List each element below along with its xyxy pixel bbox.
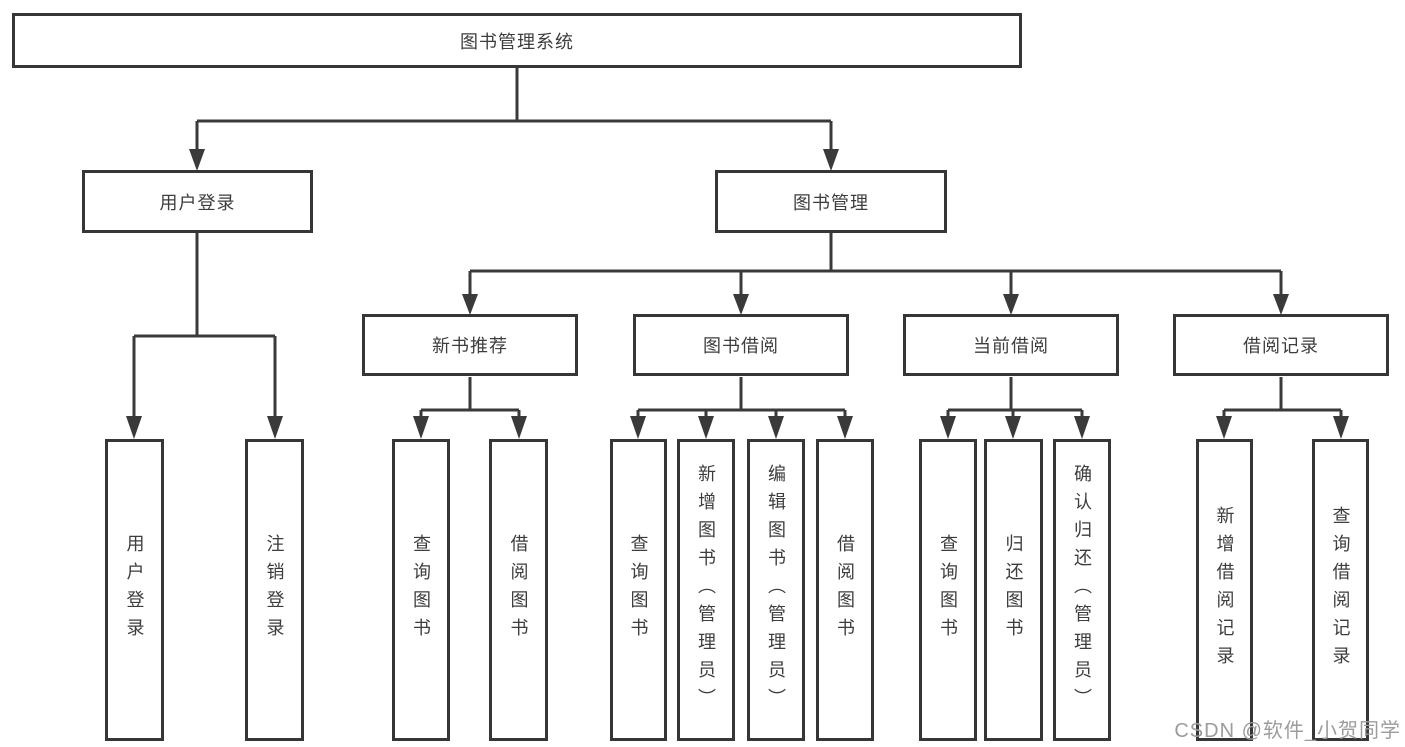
- leaf-borrow-books-recommend: 借阅图书: [489, 439, 548, 741]
- node-label: 用户登录: [124, 534, 145, 646]
- node-label: 编辑图书（管理员）: [766, 464, 786, 716]
- connector-borrow-records: [1216, 377, 1349, 439]
- node-label: 归还图书: [1003, 534, 1024, 646]
- node-label: 注销登录: [264, 534, 285, 646]
- leaf-query-books-recommend: 查询图书: [392, 439, 450, 741]
- node-label: 图书借阅: [703, 336, 779, 356]
- node-label: 图书管理: [793, 192, 869, 213]
- leaf-edit-books-admin: 编辑图书（管理员）: [747, 439, 805, 741]
- node-book-borrowing: 图书借阅: [633, 314, 849, 376]
- leaf-logout: 注销登录: [245, 439, 304, 741]
- node-book-management: 图书管理: [715, 170, 947, 233]
- node-label: 新增借阅记录: [1214, 506, 1235, 674]
- connector-book-management: [462, 233, 1289, 315]
- leaf-query-books-current: 查询图书: [919, 439, 977, 741]
- connector-book-borrowing: [630, 377, 853, 439]
- node-label: 查询借阅记录: [1330, 506, 1351, 674]
- node-borrow-records: 借阅记录: [1173, 314, 1389, 376]
- connector-user-login: [126, 233, 283, 439]
- node-label: 新增图书（管理员）: [696, 464, 716, 716]
- node-label: 借阅图书: [508, 534, 529, 646]
- leaf-return-books: 归还图书: [984, 439, 1043, 741]
- node-new-book-recommend: 新书推荐: [362, 314, 578, 376]
- node-label: 查询图书: [411, 534, 431, 646]
- leaf-query-books-borrowing: 查询图书: [610, 439, 667, 741]
- node-root: 图书管理系统: [12, 13, 1022, 68]
- leaf-add-books-admin: 新增图书（管理员）: [677, 439, 735, 741]
- watermark: CSDN @软件_小贺同学: [1174, 720, 1401, 742]
- leaf-confirm-return-admin: 确认归还（管理员）: [1053, 439, 1111, 741]
- node-label: 用户登录: [159, 192, 236, 213]
- node-label: 图书管理系统: [460, 31, 574, 52]
- node-label: 查询图书: [938, 534, 958, 646]
- node-label: 当前借阅: [973, 336, 1049, 356]
- node-label: 确认归还（管理员）: [1072, 464, 1092, 716]
- node-label: 查询图书: [628, 534, 649, 646]
- node-label: 借阅记录: [1243, 336, 1319, 356]
- node-current-borrowing: 当前借阅: [903, 314, 1119, 376]
- node-label: 借阅图书: [835, 534, 855, 646]
- node-user-login: 用户登录: [82, 170, 313, 233]
- node-label: 新书推荐: [432, 336, 508, 356]
- connector-current-borrowing: [940, 377, 1090, 439]
- connector-new-book-recommend: [413, 377, 527, 439]
- leaf-user-login: 用户登录: [105, 439, 164, 741]
- leaf-borrow-books: 借阅图书: [816, 439, 874, 741]
- leaf-query-borrow-record: 查询借阅记录: [1312, 439, 1369, 741]
- connector-root: [189, 68, 839, 171]
- leaf-add-borrow-record: 新增借阅记录: [1196, 439, 1253, 741]
